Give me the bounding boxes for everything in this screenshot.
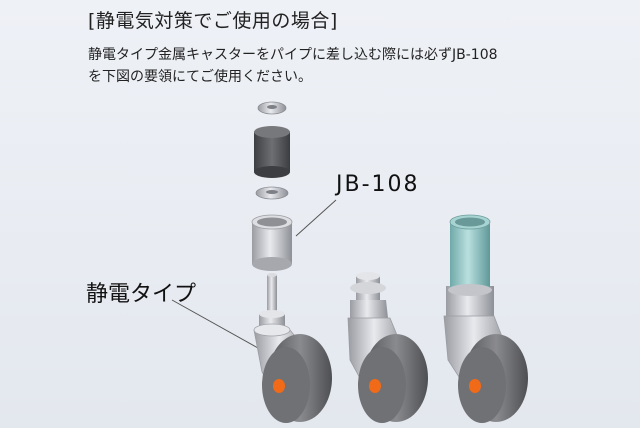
description-line-1: 静電タイプ金属キャスターをパイプに差し込む際には必ずJB-108 [88, 47, 498, 63]
middle-washer-icon [255, 186, 289, 200]
top-washer-icon [257, 101, 287, 115]
section-description: 静電タイプ金属キャスターをパイプに差し込む際には必ずJB-108 を下図の要領に… [88, 44, 498, 88]
section-title: [静電気対策でご使用の場合] [88, 10, 338, 32]
rubber-cylinder-icon [254, 126, 290, 178]
pipe-icon [448, 214, 492, 296]
label-static-type: 静電タイプ [86, 282, 197, 307]
caster-body-left [253, 323, 332, 423]
caster-body-right [443, 286, 528, 423]
caster-leader-line [171, 299, 259, 349]
description-line-2: を下図の要領にてご使用ください。 [88, 69, 312, 85]
caster-body-middle [347, 272, 428, 423]
caster-stem-left [259, 273, 285, 328]
jb108-sleeve-icon [251, 214, 293, 271]
jb108-leader-line [295, 199, 337, 237]
label-jb108: JB-108 [336, 172, 420, 197]
